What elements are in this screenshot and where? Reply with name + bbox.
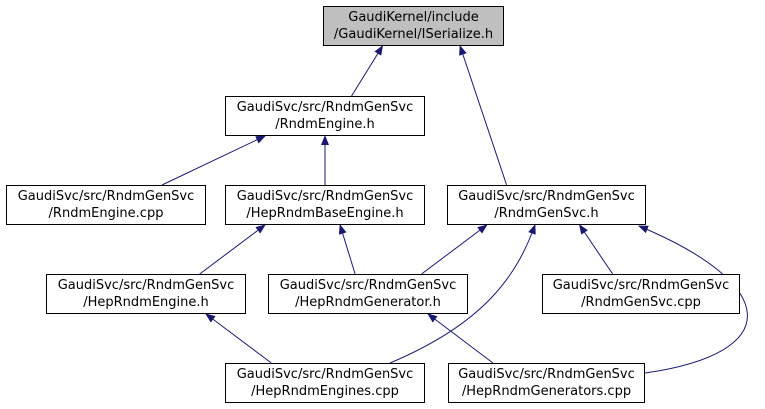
edge-heprndmgenerator-h-to-heprndmbaseengine-h bbox=[338, 224, 356, 275]
node-heprndmengine-h-line1: GaudiSvc/src/RndmGenSvc bbox=[57, 278, 235, 293]
edge-layer bbox=[161, 45, 748, 374]
edge-heprndmgenerators-cpp-to-heprndmgenerator-h bbox=[427, 313, 494, 364]
node-heprndmengine-h-line2: /HepRndmEngine.h bbox=[83, 295, 209, 310]
edge-rndmgensvc-cpp-to-rndmgensvc-h bbox=[579, 224, 614, 275]
node-heprndmgenerator-h-line1: GaudiSvc/src/RndmGenSvc bbox=[279, 278, 457, 293]
node-heprndmbaseengine-h[interactable]: GaudiSvc/src/RndmGenSvc /HepRndmBaseEngi… bbox=[225, 185, 425, 225]
node-iserialize-line1: GaudiKernel/include bbox=[348, 10, 479, 25]
node-heprndmbaseengine-h-line2: /HepRndmBaseEngine.h bbox=[246, 206, 404, 221]
node-rndmengine-h-line2: /RndmEngine.h bbox=[275, 117, 375, 132]
node-rndmengine-cpp[interactable]: GaudiSvc/src/RndmGenSvc /RndmEngine.cpp bbox=[6, 185, 206, 225]
node-rndmgensvc-cpp-line1: GaudiSvc/src/RndmGenSvc bbox=[552, 278, 730, 293]
node-heprndmbaseengine-h-line1: GaudiSvc/src/RndmGenSvc bbox=[236, 189, 414, 204]
node-rndmgensvc-cpp[interactable]: GaudiSvc/src/RndmGenSvc /RndmGenSvc.cpp bbox=[542, 274, 740, 314]
node-heprndmgenerators-cpp-line2: /HepRndmGenerators.cpp bbox=[461, 384, 632, 399]
edge-heprndmgenerator-h-to-rndmgensvc-h bbox=[421, 224, 488, 275]
node-heprndmgenerator-h-line2: /HepRndmGenerator.h bbox=[295, 295, 441, 310]
node-rndmgensvc-cpp-line2: /RndmGenSvc.cpp bbox=[581, 295, 701, 310]
edge-rndmengine-h-to-iserialize bbox=[351, 45, 384, 97]
node-heprndmengines-cpp-line2: /HepRndmEngines.cpp bbox=[251, 384, 399, 399]
edge-heprndmgenerators-cpp-to-rndmgensvc-h bbox=[638, 225, 748, 374]
node-heprndmgenerators-cpp-line1: GaudiSvc/src/RndmGenSvc bbox=[458, 367, 635, 382]
edge-heprndmengines-cpp-to-rndmgensvc-h bbox=[389, 224, 536, 364]
node-iserialize-line2: /GaudiKernel/ISerialize.h bbox=[333, 27, 494, 42]
node-rndmengine-h-line1: GaudiSvc/src/RndmGenSvc bbox=[236, 100, 414, 115]
node-rndmengine-h[interactable]: GaudiSvc/src/RndmGenSvc /RndmEngine.h bbox=[225, 96, 425, 136]
node-rndmengine-cpp-line1: GaudiSvc/src/RndmGenSvc bbox=[17, 189, 195, 204]
node-heprndmengine-h[interactable]: GaudiSvc/src/RndmGenSvc /HepRndmEngine.h bbox=[46, 274, 246, 314]
node-heprndmengines-cpp[interactable]: GaudiSvc/src/RndmGenSvc /HepRndmEngines.… bbox=[225, 363, 425, 403]
edge-heprndmengine-h-to-heprndmbaseengine-h bbox=[199, 224, 266, 275]
node-rndmengine-cpp-line2: /RndmEngine.cpp bbox=[48, 206, 164, 221]
node-rndmgensvc-h-line1: GaudiSvc/src/RndmGenSvc bbox=[458, 189, 635, 204]
edge-rndmengine-cpp-to-rndmengine-h bbox=[161, 135, 266, 186]
node-heprndmgenerator-h[interactable]: GaudiSvc/src/RndmGenSvc /HepRndmGenerato… bbox=[268, 274, 468, 314]
node-heprndmgenerators-cpp[interactable]: GaudiSvc/src/RndmGenSvc /HepRndmGenerato… bbox=[448, 363, 645, 403]
edge-heprndmengines-cpp-to-heprndmengine-h bbox=[205, 313, 272, 364]
node-rndmgensvc-h-line2: /RndmGenSvc.h bbox=[494, 206, 599, 221]
node-iserialize[interactable]: GaudiKernel/include /GaudiKernel/ISerial… bbox=[323, 6, 504, 46]
node-rndmgensvc-h[interactable]: GaudiSvc/src/RndmGenSvc /RndmGenSvc.h bbox=[447, 185, 646, 225]
node-heprndmengines-cpp-line1: GaudiSvc/src/RndmGenSvc bbox=[236, 367, 414, 382]
edge-rndmgensvc-h-to-iserialize bbox=[459, 45, 508, 186]
